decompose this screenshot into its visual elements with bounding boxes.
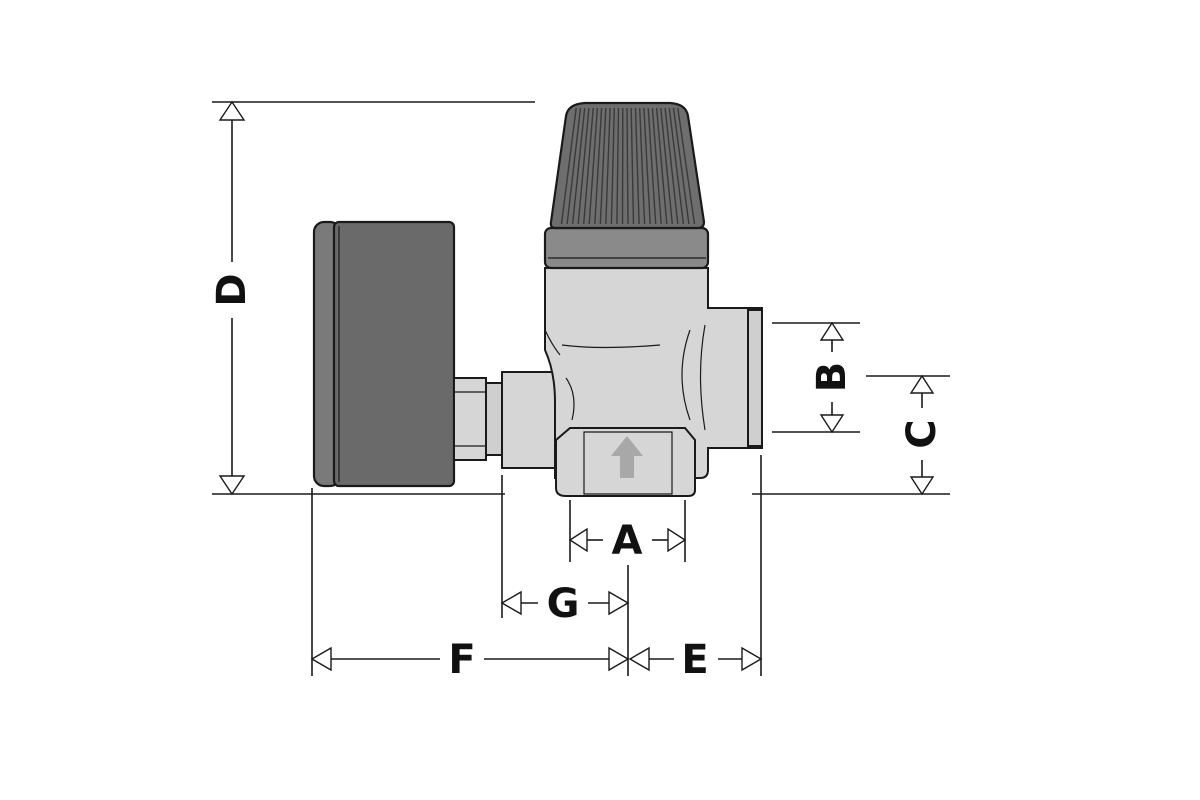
dimension-f: F	[310, 637, 630, 683]
body-contour-2	[544, 329, 561, 356]
dim-d-label: D	[209, 273, 255, 306]
knob-ridge	[664, 107, 679, 225]
knob-collar	[543, 226, 710, 270]
dim-c-label: C	[899, 419, 945, 448]
adjustment-knob	[543, 101, 710, 270]
valve-body	[501, 267, 763, 497]
knob-ridge	[583, 107, 594, 225]
dim-e-arrow-right	[741, 646, 763, 672]
knob-ridge	[647, 107, 657, 225]
dim-c-arrow-bottom	[909, 476, 935, 496]
dim-g-arrow-right	[608, 590, 630, 616]
main-body	[544, 267, 763, 479]
dim-a-arrow-left	[568, 527, 588, 553]
knob-ridge	[571, 107, 586, 225]
up-arrow-icon	[611, 436, 643, 478]
dim-f-arrow-left	[310, 646, 332, 672]
dim-d-arrow-top	[218, 100, 246, 121]
dim-c-arrow-top	[909, 374, 935, 394]
dimension-g: G	[500, 581, 630, 627]
knob-ridge	[588, 107, 599, 225]
hex-flat-face	[583, 431, 673, 495]
knob-ridge	[672, 107, 690, 225]
dim-e-arrow-left	[628, 646, 650, 672]
knob-ridge	[677, 107, 696, 225]
knob-ridge	[605, 107, 611, 225]
knob-ridge	[599, 107, 607, 225]
knob-ridge	[643, 107, 651, 225]
knob-ridges	[560, 107, 696, 225]
outlet-thread-ring	[747, 309, 763, 447]
knob-ridge	[566, 107, 582, 225]
dim-b-arrow-bottom	[819, 414, 845, 434]
dim-f-label: F	[448, 637, 475, 683]
knob-ridge	[651, 107, 662, 225]
dim-e-label: E	[681, 637, 708, 683]
dim-g-label: G	[547, 581, 580, 627]
knob-ridge	[594, 107, 603, 225]
knob-ridge	[655, 107, 668, 225]
knob-ridge	[668, 107, 685, 225]
knob-ridge	[660, 107, 673, 225]
knob-ridge	[639, 107, 646, 225]
knob-ridge	[634, 107, 640, 225]
pressure-gauge	[312, 220, 505, 488]
dimension-a: A	[568, 518, 687, 564]
dim-a-label: A	[612, 518, 643, 564]
dim-g-arrow-left	[500, 590, 522, 616]
dim-f-arrow-right	[608, 646, 630, 672]
dimension-c: C	[899, 374, 945, 496]
body-contour-5	[699, 324, 706, 431]
gauge-housing	[332, 220, 456, 488]
dimension-e: E	[628, 637, 763, 683]
dimension-b: B	[809, 321, 855, 434]
knob-ridge	[626, 107, 629, 225]
body-contour-3	[565, 377, 575, 421]
dim-b-arrow-top	[819, 321, 845, 341]
dim-a-arrow-right	[667, 527, 687, 553]
body-contour-1	[561, 344, 661, 349]
knob-ridge	[610, 107, 615, 225]
knob-ridge	[616, 107, 620, 225]
reference-lines	[212, 101, 950, 676]
knob-ridge	[630, 107, 635, 225]
dimension-d: D	[209, 100, 255, 496]
gauge-connector-nut	[453, 377, 487, 461]
dim-d-arrow-bottom	[218, 475, 246, 496]
knob-ridge	[577, 107, 590, 225]
knob-ridge	[560, 107, 577, 225]
body-contour-4	[681, 329, 691, 421]
dim-b-label: B	[809, 362, 855, 393]
